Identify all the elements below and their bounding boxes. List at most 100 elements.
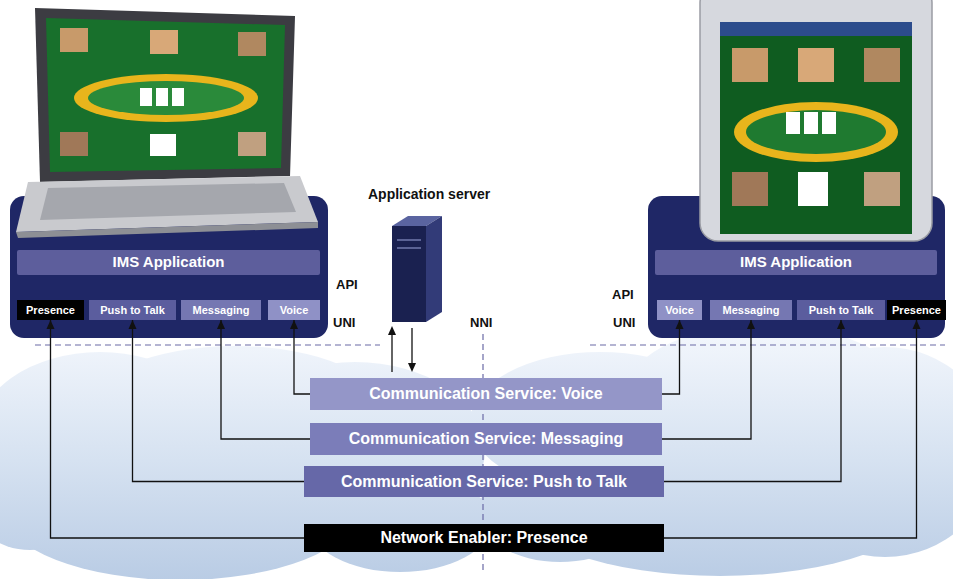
phone-illustration-part: [700, 0, 932, 241]
service-box: Voice: [268, 300, 320, 320]
connector: [290, 320, 310, 394]
phone-illustration: [700, 0, 932, 241]
node-text: Voice: [665, 304, 694, 316]
arrow-head: [129, 320, 137, 329]
laptop-illustration-part: [150, 30, 178, 54]
phone-illustration-part: [734, 102, 898, 162]
application-bar: IMS Application: [655, 250, 937, 275]
phone-illustration-part: [746, 110, 886, 154]
node-text: Messaging: [193, 304, 250, 316]
arrow-head: [47, 320, 55, 329]
phone-illustration-part: [864, 48, 900, 82]
phone-illustration-part: [798, 48, 834, 82]
phone-illustration-part: [798, 172, 828, 206]
arrow-head: [676, 320, 684, 329]
server-arrow: [388, 326, 416, 372]
service-box: Voice: [657, 300, 702, 320]
phone-illustration-part: [720, 22, 912, 234]
connector-line: [662, 320, 751, 439]
connector: [662, 320, 684, 394]
server-icon-part: [392, 226, 426, 322]
phone-illustration-part: [804, 112, 818, 134]
node-text: Communication Service: Push to Talk: [341, 473, 627, 491]
node-text: Push to Talk: [100, 304, 165, 316]
arrow-head: [290, 320, 298, 329]
server-icon-part: [397, 247, 421, 248]
phone-illustration-part: [786, 112, 800, 134]
connector-line: [133, 320, 305, 482]
laptop-illustration-part: [46, 18, 285, 172]
interface-label: UNI: [333, 316, 355, 330]
interface-label: API: [612, 288, 634, 302]
reference-point-line: [35, 334, 945, 572]
service-box: Messaging: [181, 300, 261, 320]
laptop-illustration-part: [88, 81, 244, 115]
node-text: Communication Service: Messaging: [349, 430, 624, 448]
connector-line: [294, 320, 310, 394]
network-cloud-part: [0, 450, 90, 550]
laptop-illustration-part: [150, 134, 176, 156]
service-band: Communication Service: Messaging: [310, 423, 662, 455]
arrow-head: [747, 320, 755, 329]
laptop-illustration-part: [35, 8, 295, 182]
connector-line: [221, 320, 310, 439]
node-text: IMS Application: [113, 254, 225, 271]
arrow-head: [837, 320, 845, 329]
interface-label: NNI: [470, 316, 492, 330]
connector-line: [664, 320, 917, 538]
node-text: Voice: [280, 304, 309, 316]
connector: [129, 320, 305, 482]
server-arrow-part: [408, 363, 416, 372]
reference-point-line-part: [590, 344, 945, 345]
laptop-illustration-part: [60, 28, 88, 52]
node-text: Presence: [892, 304, 941, 316]
connector: [217, 320, 310, 439]
laptop-illustration: [16, 8, 318, 238]
laptop-illustration-part: [60, 132, 88, 156]
connector: [662, 320, 755, 439]
laptop-illustration-part: [16, 222, 318, 238]
service-band: Communication Service: Voice: [310, 378, 662, 410]
connector-line: [662, 320, 680, 394]
service-box: Presence: [17, 300, 84, 320]
phone-illustration-part: [822, 112, 836, 134]
enabler-band: Network Enabler: Presence: [304, 524, 664, 552]
interface-label: UNI: [613, 316, 635, 330]
server-icon: [392, 216, 442, 322]
server-arrow-part: [388, 326, 396, 335]
arrow-head: [217, 320, 225, 329]
phone-illustration-part: [732, 172, 768, 206]
laptop-illustration-part: [140, 88, 152, 106]
connector: [47, 320, 305, 538]
phone-illustration-part: [720, 22, 912, 36]
service-box: Presence: [887, 300, 946, 320]
node-text: Network Enabler: Presence: [380, 529, 587, 547]
server-label: Application server: [368, 187, 490, 202]
node-text: Push to Talk: [809, 304, 874, 316]
connector-line: [51, 320, 305, 538]
service-box: Messaging: [710, 300, 792, 320]
phone-illustration-part: [732, 48, 768, 82]
service-band: Communication Service: Push to Talk: [304, 466, 664, 497]
node-text: Communication Service: Voice: [369, 385, 603, 403]
phone-illustration-part: [864, 172, 900, 206]
laptop-illustration-part: [74, 74, 258, 122]
node-text: Presence: [26, 304, 75, 316]
laptop-illustration-part: [40, 183, 296, 220]
laptop-illustration-part: [156, 88, 168, 106]
connector-line: [664, 320, 841, 482]
service-box: Push to Talk: [797, 300, 885, 320]
node-text: IMS Application: [740, 254, 852, 271]
laptop-illustration-part: [238, 32, 266, 56]
application-bar: IMS Application: [17, 250, 320, 275]
server-icon-part: [397, 239, 421, 240]
server-arrow-part: [411, 328, 412, 366]
laptop-illustration-part: [238, 132, 266, 156]
node-text: Messaging: [723, 304, 780, 316]
laptop-illustration-part: [172, 88, 184, 106]
service-box: Push to Talk: [89, 300, 176, 320]
arrow-head: [913, 320, 921, 329]
server-icon-part: [426, 216, 442, 322]
interface-label: API: [336, 278, 358, 292]
